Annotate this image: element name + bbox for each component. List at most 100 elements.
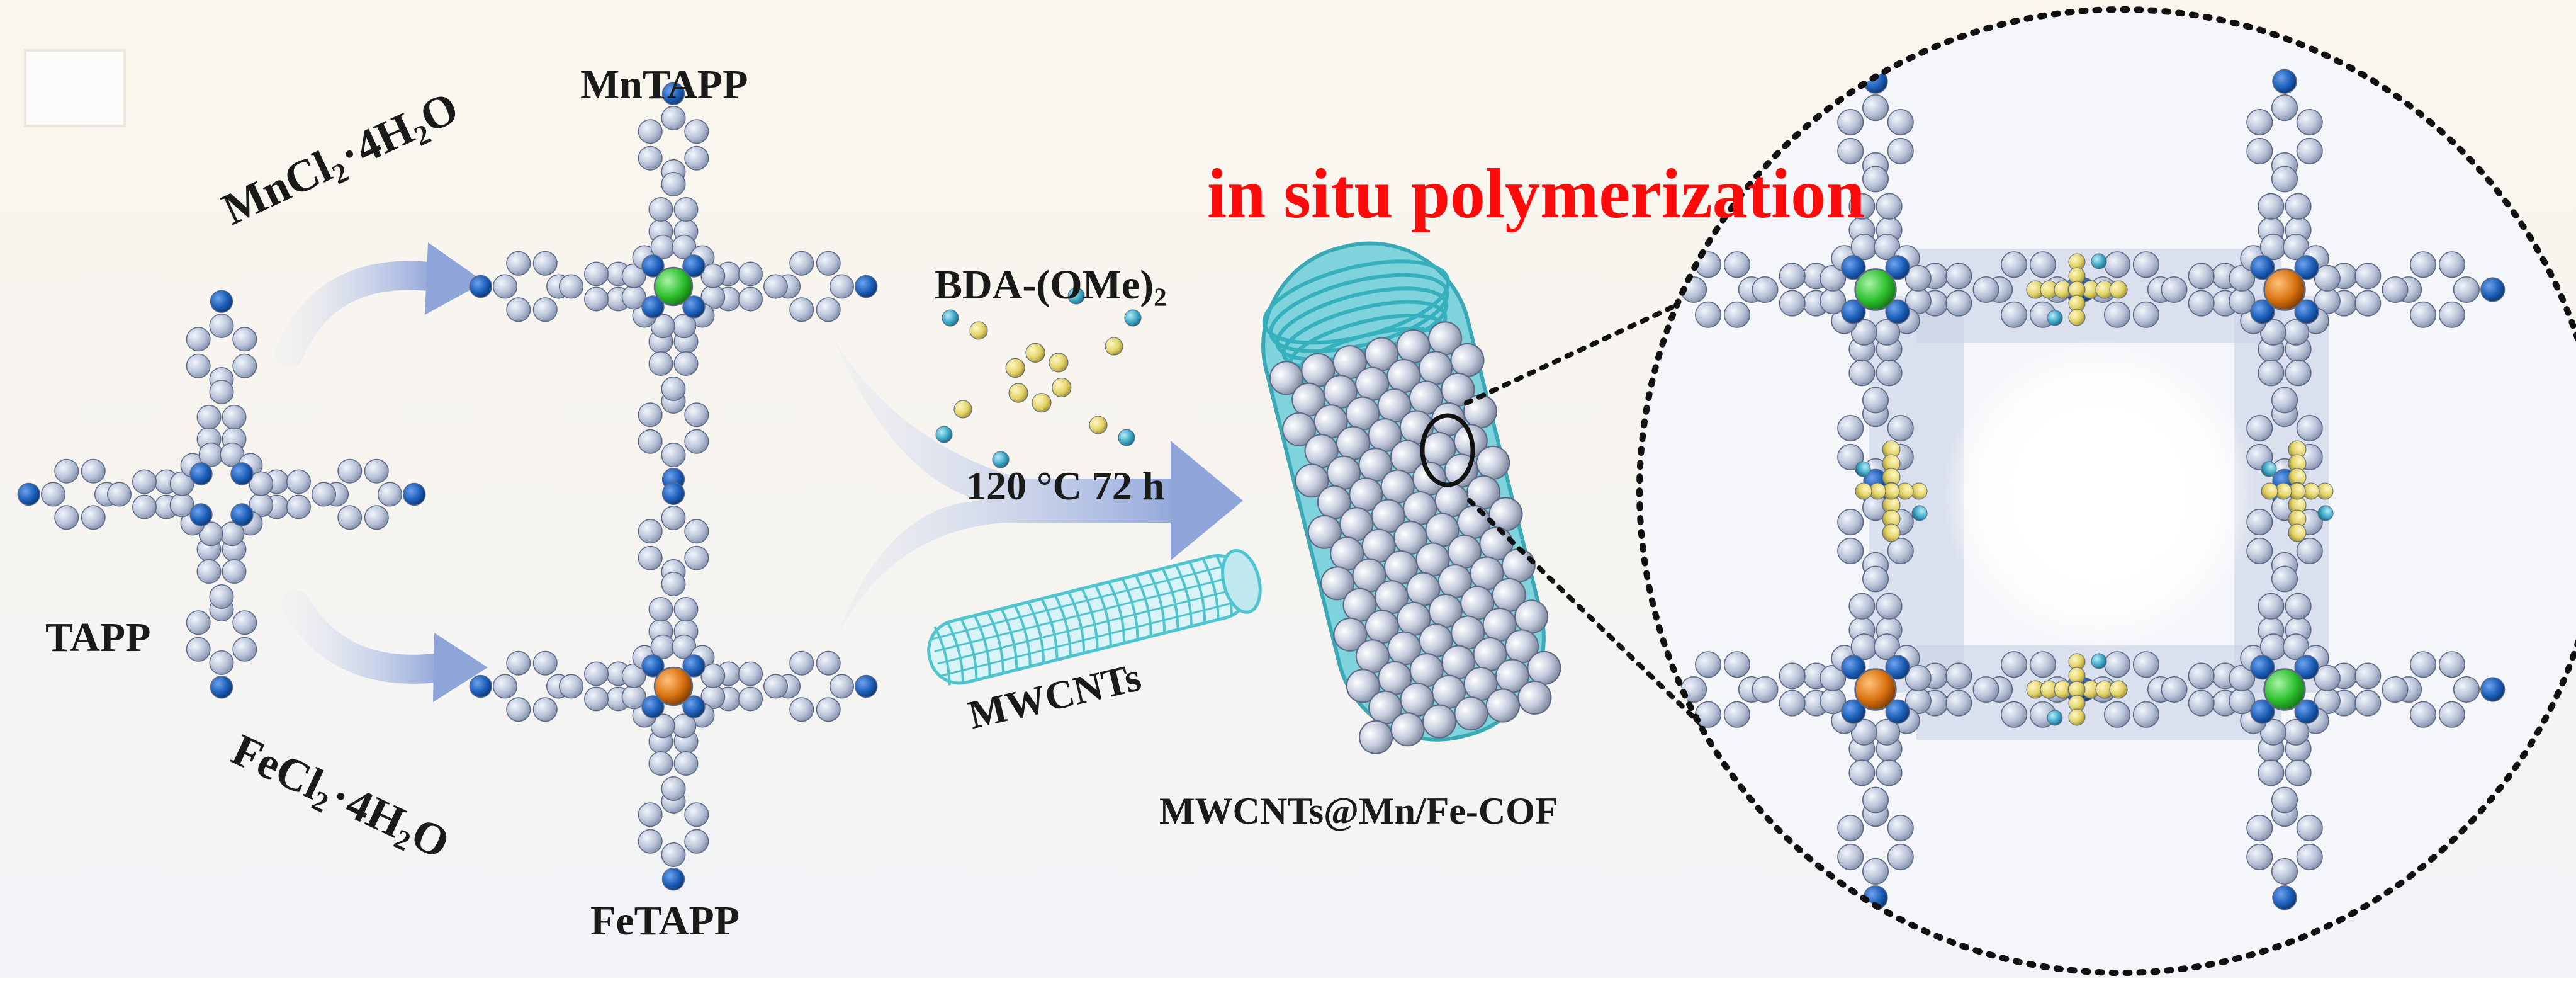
fetapp-molecule-arm-atom: [584, 661, 609, 686]
mwcnt-lattice-row: [937, 586, 1247, 665]
mntapp-molecule-arm-atom: [816, 297, 841, 322]
mntapp-molecule-arm-atom: [638, 145, 663, 171]
mntapp-molecule-arm-atom: [638, 429, 663, 454]
tapp-molecule: [17, 290, 426, 699]
fetapp-molecule-nitrogen-atom: [641, 695, 665, 718]
cof-node-mn-top-nitrogen-atom: [1885, 299, 1910, 324]
mntapp-molecule-arm-atom: [661, 172, 686, 196]
mntapp-molecule-arm-atom: [738, 286, 763, 312]
product-tube: [1261, 241, 1561, 754]
cof-node-fe-bottom-arm-atom: [2000, 701, 2028, 728]
tapp-molecule-arm-atom: [232, 327, 257, 352]
bda-oxygen-atom: [1067, 287, 1085, 305]
cof-node-mn-bottom-core-atom: [2283, 633, 2310, 661]
bda-oxygen-atom: [1124, 309, 1142, 327]
product-cof-atom: [1517, 680, 1552, 715]
label-condition: 120 °C 72 h: [966, 463, 1165, 508]
cof-node-mn-top-nitrogen-atom: [1841, 255, 1866, 280]
cof-node-mn-top-arm-atom: [1837, 137, 1864, 165]
product-cof-atom: [1504, 629, 1539, 664]
cof-node-mn-bottom-arm-atom: [2246, 843, 2273, 871]
bda-ring-atom: [1049, 353, 1069, 373]
cof-node-fe-bottom-arm-atom: [1837, 508, 1864, 536]
tapp-molecule-arm-atom: [196, 559, 222, 584]
tapp-molecule-arm-amine-atom: [17, 482, 40, 506]
cof-linker: [2026, 653, 2128, 726]
tapp-molecule-arm-atom: [378, 482, 402, 507]
fetapp-molecule-core-atom: [650, 713, 675, 739]
cof-node-mn-bottom-nitrogen-atom: [2250, 699, 2275, 724]
fetapp-molecule-metal-center: [653, 666, 694, 706]
arrow-converge-head: [1171, 441, 1243, 560]
bda-oxygen-atom: [992, 451, 1010, 468]
tapp-molecule-arm-atom: [54, 505, 79, 530]
cof-node-mn-bottom-arm-atom: [2354, 689, 2382, 717]
tapp-molecule-arm-atom: [132, 469, 157, 494]
mntapp-molecule-arm-atom: [789, 251, 814, 276]
cof-node-fe-bottom-core-atom: [1904, 664, 1932, 691]
mwcnt-lattice-line: [960, 619, 978, 679]
tapp-molecule-arm-atom: [209, 380, 234, 404]
cof-node-mn-bottom-arm-atom: [2271, 565, 2298, 593]
cof-node-mn-top-arm-atom: [1837, 108, 1864, 136]
cof-node-mn-top-arm-atom: [1972, 276, 1999, 303]
cof-linker: [1855, 440, 1928, 542]
cof-node-mn-top-nitrogen-atom: [1841, 299, 1866, 324]
cof-node-mn-bottom-arm-atom: [2296, 843, 2323, 871]
bda-side-atom: [1089, 416, 1108, 434]
fetapp-molecule-nitrogen-atom: [682, 654, 706, 678]
cof-node-fe-top-arm-atom: [2132, 301, 2160, 328]
mwcnt-lattice-row: [940, 598, 1249, 677]
cof-node-mn-bottom-arm-atom: [2161, 676, 2188, 703]
mntapp-molecule-arm-atom: [684, 429, 709, 454]
mntapp-molecule-nitrogen-atom: [682, 254, 706, 278]
mntapp-molecule-arm-amine-atom: [469, 275, 492, 298]
tapp-molecule-arm-atom: [312, 482, 336, 507]
cof-node-mn-bottom-arm-atom: [2271, 786, 2298, 814]
mwcnt-lattice-row: [934, 573, 1244, 653]
tapp-molecule-arm-atom: [364, 458, 389, 484]
cof-node-fe-top-arm-atom: [2246, 137, 2273, 165]
tapp-molecule-arm-atom: [286, 469, 311, 494]
label-tapp: TAPP: [45, 615, 151, 661]
cof-node-fe-bottom-nitrogen-atom: [1841, 655, 1866, 680]
cof-node-fe-bottom-arm-atom: [1876, 759, 1903, 786]
cof-node-fe-bottom-core-atom: [1820, 664, 1847, 691]
cof-node-mn-top-arm-atom: [1848, 193, 1876, 220]
cof-node-fe-top-arm-atom: [2271, 94, 2298, 122]
mwcnt-lattice-line: [1149, 572, 1166, 632]
cof-node-mn-top-arm-atom: [1837, 414, 1864, 442]
mntapp-molecule-nitrogen-atom: [641, 295, 665, 319]
tapp-molecule-arm-atom: [81, 458, 106, 484]
cof-node-mn-bottom-nitrogen-atom: [2294, 655, 2319, 680]
fetapp-molecule-arm-atom: [738, 661, 763, 686]
fetapp-molecule-arm-atom: [559, 674, 583, 699]
cof-node-fe-top: [2064, 69, 2506, 511]
cof-node-mn-bottom-metal-center: [2263, 668, 2306, 711]
cof-node-mn-top-arm-atom: [1723, 301, 1751, 328]
cof-node-mn-bottom-arm-atom: [2103, 651, 2131, 678]
fetapp-molecule-nitrogen-atom: [641, 654, 665, 678]
cof-node-mn-top-arm-atom: [1862, 166, 1889, 193]
fetapp-molecule-arm-atom: [661, 776, 686, 801]
fetapp-molecule-arm-atom: [638, 519, 663, 544]
cof-node-mn-bottom-arm-atom: [2258, 593, 2285, 620]
cof-node-fe-bottom-core-atom: [1874, 633, 1901, 661]
fetapp-molecule-arm-amine-atom: [469, 674, 492, 698]
cof-node-fe-top-arm-atom: [2285, 360, 2312, 387]
cof-node-fe-bottom-nitrogen-atom: [1885, 699, 1910, 724]
mntapp-molecule-arm-atom: [506, 251, 531, 276]
cof-node-mn-top-arm-atom: [1779, 263, 1806, 290]
cof-node-mn-bottom-arm-atom: [2438, 701, 2466, 728]
tapp-molecule-arm-atom: [41, 482, 65, 507]
tapp-molecule-arm-atom: [186, 353, 211, 378]
cof-node-fe-top-arm-atom: [2258, 193, 2285, 220]
cof-node-mn-bottom-arm-atom: [2382, 676, 2409, 703]
cof-node-fe-top-arm-atom: [2296, 137, 2323, 165]
cof-node-fe-top-arm-atom: [2438, 301, 2466, 328]
cof-node-mn-top-arm-atom: [2000, 301, 2028, 328]
arrow-to-mntapp-head: [425, 242, 485, 315]
cof-node-fe-bottom-arm-atom: [1862, 565, 1889, 593]
cof-node-mn-bottom-arm-atom: [2103, 701, 2131, 728]
cof-node-fe-top-metal-center: [2263, 268, 2306, 311]
